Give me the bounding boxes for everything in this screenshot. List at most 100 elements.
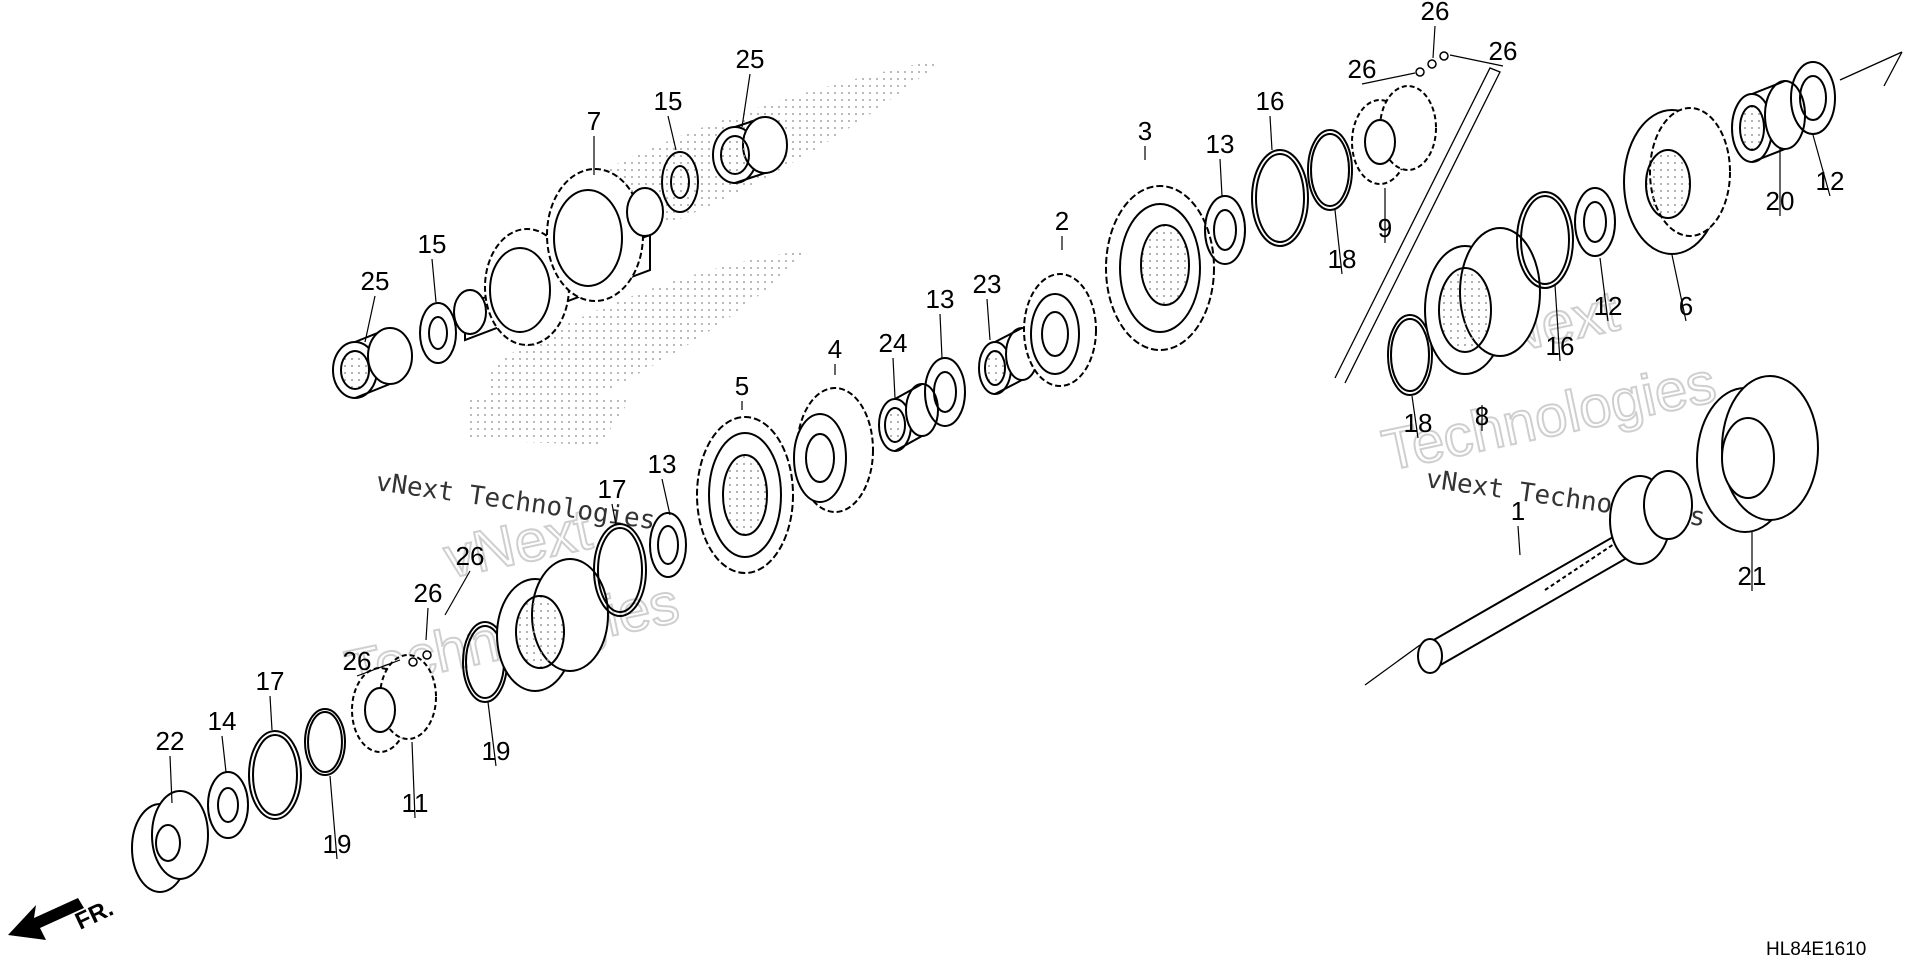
callout-c7: 7	[587, 106, 601, 136]
drawing-code: HL84E1610	[1766, 939, 1866, 960]
leader-line-c6	[1671, 254, 1687, 322]
callout-c24: 24	[879, 328, 908, 358]
callout-c26d: 26	[1348, 54, 1377, 84]
part-9-sleeve	[1351, 85, 1437, 185]
leader-line-c17a	[269, 695, 273, 731]
leader-line-c16a	[1269, 115, 1273, 151]
part-14-washer	[207, 771, 249, 839]
part-1-mainshaft	[1417, 470, 1693, 674]
callout-c19b: 19	[482, 736, 511, 766]
callout-c15b: 15	[654, 86, 683, 116]
axis-line-top-right	[1839, 51, 1903, 81]
callout-c13b: 13	[926, 284, 955, 314]
front-arrow-icon	[8, 898, 84, 940]
part-shifter-left	[496, 558, 609, 692]
part-4-gear	[793, 387, 874, 513]
callout-c5: 5	[735, 371, 749, 401]
leader-line-c26a	[356, 659, 401, 677]
leader-line-c19a	[329, 775, 338, 860]
leader-line-c25a	[364, 295, 376, 343]
part-17-ring-lower	[248, 730, 302, 820]
part-16-ring-upper	[1251, 149, 1309, 247]
part-18-ring-lower	[1387, 314, 1433, 396]
stipple-shading	[470, 58, 945, 445]
callout-c18a: 18	[1328, 244, 1357, 274]
part-21-bearing	[1696, 375, 1819, 533]
leader-lines	[169, 25, 1831, 860]
callout-c6: 6	[1679, 291, 1693, 321]
callout-c25a: 25	[361, 266, 390, 296]
callout-c12a: 12	[1816, 166, 1845, 196]
callout-c18b: 18	[1404, 408, 1433, 438]
part-17-ring-upper	[593, 523, 647, 617]
leader-line-c26b	[425, 607, 429, 641]
leader-line-c13c	[1219, 158, 1223, 197]
leader-line-c18a	[1334, 209, 1343, 275]
leader-line-c14	[221, 735, 227, 773]
front-arrow: FR.	[8, 895, 118, 940]
leader-line-c16b	[1554, 284, 1561, 362]
leader-line-c18b	[1411, 395, 1419, 439]
part-15-washer-right	[661, 151, 699, 213]
part-18-ring-upper	[1307, 129, 1353, 211]
callout-c14: 14	[208, 706, 237, 736]
leader-line-c13b	[939, 313, 943, 359]
leader-line-c12a	[1812, 134, 1831, 197]
callout-c16b: 16	[1546, 331, 1575, 361]
leader-line-c1	[1517, 525, 1521, 556]
callout-c13c: 13	[1206, 129, 1235, 159]
part-20-needle-bearing	[1731, 80, 1806, 163]
part-15-washer-left	[419, 302, 457, 364]
axis-arrow-top-right	[1883, 51, 1903, 87]
leader-line-c25b	[741, 73, 751, 128]
part-8-shifter	[1424, 227, 1541, 375]
leader-line-c26e	[1432, 25, 1436, 59]
callout-c26f: 26	[1489, 36, 1518, 66]
leader-line-c26f	[1449, 54, 1504, 67]
callout-c9: 9	[1378, 213, 1392, 243]
callout-c11: 11	[402, 788, 429, 818]
leader-line-c15b	[667, 115, 677, 151]
callout-c12b: 12	[1594, 291, 1623, 321]
leader-line-c19b	[487, 701, 497, 767]
part-2-gear	[1023, 273, 1097, 387]
callout-c3: 3	[1138, 116, 1152, 146]
part-3-gear	[1105, 185, 1215, 351]
callout-c26b: 26	[414, 578, 443, 608]
part-12-washer-upper	[1790, 61, 1836, 135]
callout-c19a: 19	[323, 829, 352, 859]
axis-lines	[1334, 51, 1903, 686]
part-13-washer-upper	[1204, 195, 1246, 265]
sub-assembly-bracket	[1334, 67, 1501, 384]
part-19-ring-lower	[304, 708, 346, 776]
callout-c25b: 25	[736, 44, 765, 74]
part-5-gear	[696, 416, 794, 574]
callout-c17a: 17	[256, 666, 285, 696]
leader-line-c26c	[444, 570, 471, 616]
callout-c2: 2	[1055, 206, 1069, 236]
leader-line-c26d	[1361, 72, 1416, 85]
callout-c26c: 26	[456, 541, 485, 571]
callout-c20: 20	[1766, 186, 1795, 216]
leader-line-c13a	[661, 478, 671, 516]
part-24-needle-bearing	[878, 383, 939, 452]
leader-line-c15a	[431, 258, 437, 303]
callout-c15a: 15	[418, 229, 447, 259]
part-13-washer-lower	[649, 512, 687, 578]
leader-line-c22	[169, 755, 173, 804]
leader-line-c24	[892, 357, 896, 399]
axis-line-shaft	[1364, 644, 1421, 686]
part-16-ring-lower	[1516, 191, 1574, 289]
callout-c17b: 17	[598, 474, 627, 504]
callout-c16a: 16	[1256, 86, 1285, 116]
part-13-washer-middle	[924, 357, 966, 427]
part-6-hub	[1623, 107, 1731, 255]
part-11-sleeve	[351, 654, 437, 753]
callout-c21: 21	[1738, 561, 1767, 591]
callout-c26a: 26	[343, 646, 372, 676]
part-7-countershaft-gear	[453, 168, 664, 346]
part-12-washer-lower	[1574, 187, 1616, 257]
